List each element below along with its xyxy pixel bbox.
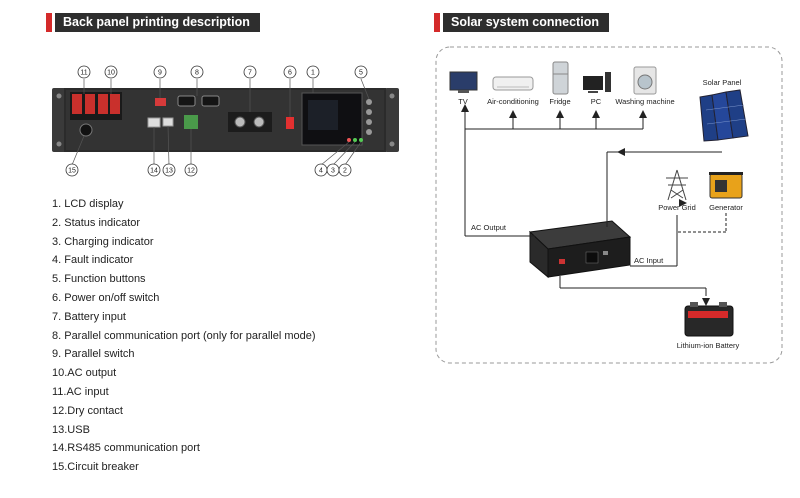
legend-item: 10.AC output [52, 367, 117, 380]
legend-item: 3. Charging indicator [52, 235, 154, 248]
power-grid-icon [666, 169, 688, 201]
legend-item: 2. Status indicator [52, 216, 141, 229]
air-conditioner-icon [492, 76, 534, 91]
callout-number: 12 [187, 168, 195, 175]
callout-circle [243, 65, 257, 79]
callout-circle [153, 65, 167, 79]
callout-circle [104, 65, 118, 79]
legend-item: 5. Function buttons [52, 273, 146, 286]
callout-circle [147, 163, 161, 177]
callout-circle [283, 65, 297, 79]
connection-lines [464, 110, 722, 296]
power-switch [286, 117, 294, 129]
callout-number: 1 [311, 70, 315, 77]
callout-number: 15 [68, 168, 76, 175]
generator-icon [709, 172, 743, 199]
charging-indicator [353, 138, 357, 142]
pc-label: PC [591, 97, 602, 106]
callout-circle [77, 65, 91, 79]
callout-circle [338, 163, 352, 177]
callout-number: 7 [248, 70, 252, 77]
function-button [366, 129, 372, 135]
parallel-port [177, 95, 196, 107]
legend-item: 6. Power on/off switch [52, 291, 160, 304]
callout-number: 13 [165, 168, 173, 175]
callout-number: 8 [195, 70, 199, 77]
inverter-device [528, 220, 632, 279]
callout-number: 5 [359, 70, 363, 77]
rs485-port [147, 117, 161, 128]
function-button [366, 109, 372, 115]
legend-item: 11.AC input [52, 385, 109, 398]
arrowheads [461, 104, 710, 306]
generator-label: Generator [709, 203, 743, 212]
legend-item: 7. Battery input [52, 310, 126, 323]
dry-contact [184, 115, 198, 129]
callout-number: 4 [319, 168, 323, 175]
callout-number: 11 [80, 70, 87, 77]
callout-circle [65, 163, 79, 177]
ac-input-label: AC Input [634, 256, 664, 265]
tv-label: TV [458, 97, 468, 106]
status-indicator [359, 138, 363, 142]
callout-number: 2 [343, 168, 347, 175]
parallel-port [201, 95, 220, 107]
legend-item: 9. Parallel switch [52, 348, 135, 361]
back-panel-header: Back panel printing description [46, 13, 260, 32]
legend-item: 12.Dry contact [52, 404, 123, 417]
legend-item: 1. LCD display [52, 198, 124, 210]
callout-number: 9 [158, 70, 162, 77]
function-button [366, 99, 372, 105]
callout-number: 6 [288, 70, 292, 77]
callout-number: 3 [331, 168, 335, 175]
lithium-battery-icon [684, 302, 734, 337]
legend-item: 13.USB [52, 423, 90, 436]
rack-ear-right [385, 88, 399, 152]
legend-item: 14.RS485 communication port [52, 442, 200, 455]
power-grid-label: Power Grid [658, 203, 696, 212]
rack-ear-left [52, 88, 66, 152]
pc-icon [583, 72, 611, 93]
header-accent-bar [434, 13, 440, 32]
fault-indicator [347, 138, 351, 142]
parallel-switch [155, 98, 166, 106]
battery-label: Lithium-ion Battery [677, 341, 740, 350]
legend-item: 4. Fault indicator [52, 254, 134, 267]
solar-panel-icon [699, 89, 749, 142]
air-conditioning-label: Air-conditioning [487, 97, 539, 106]
solar-connection-title: Solar system connection [443, 13, 609, 32]
ac-output-label: AC Output [471, 223, 507, 232]
circuit-breaker [79, 123, 93, 137]
system-boundary [435, 46, 783, 364]
tv-icon [449, 71, 478, 93]
legend-item: 8. Parallel communication port (only for… [52, 329, 316, 342]
callout-number: 10 [107, 70, 115, 77]
callout-circle [190, 65, 204, 79]
header-accent-bar [46, 13, 52, 32]
back-panel-title: Back panel printing description [55, 13, 260, 32]
fridge-label: Fridge [549, 97, 570, 106]
usb-port [162, 117, 174, 127]
generator-line [677, 213, 727, 233]
function-button [366, 119, 372, 125]
solar-connection-header: Solar system connection [434, 13, 609, 32]
fridge-icon [552, 61, 569, 95]
callout-circle [354, 65, 368, 79]
callout-circle [162, 163, 176, 177]
legend-item: 15.Circuit breaker [52, 461, 139, 474]
washing-machine-icon [633, 66, 657, 95]
solar-panel-label: Solar Panel [703, 78, 742, 87]
callout-circle [306, 65, 320, 79]
legend-list: 1. LCD display 2. Status indicator 3. Char… [52, 195, 316, 477]
callout-number: 14 [150, 168, 158, 175]
washing-machine-label: Washing machine [615, 97, 674, 106]
callout-circle [184, 163, 198, 177]
